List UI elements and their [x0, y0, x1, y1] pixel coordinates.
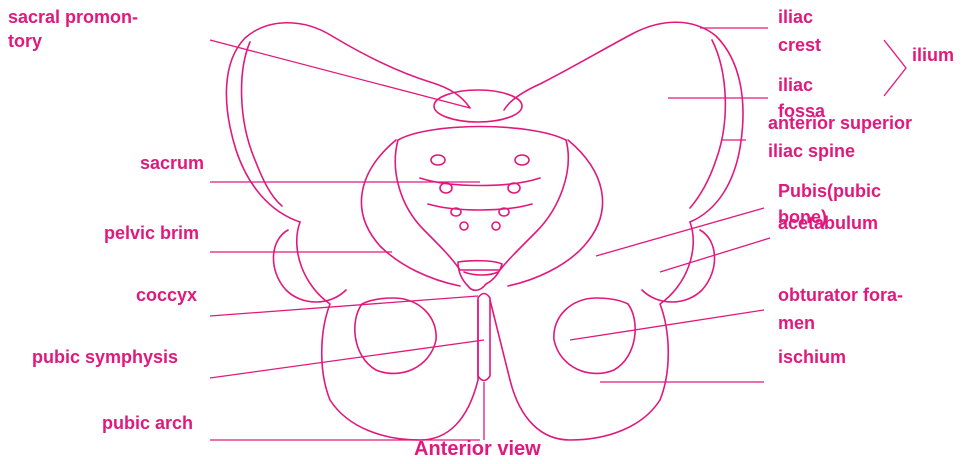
leader-coccyx	[210, 296, 478, 316]
label-ischium: ischium	[778, 346, 846, 368]
label-obturator-line1: obturator fora-	[778, 284, 903, 306]
label-pubic-arch: pubic arch	[102, 412, 193, 434]
ilium-bracket	[884, 40, 906, 96]
right-pelvic-body	[490, 222, 693, 440]
label-sacrum: sacrum	[140, 152, 204, 174]
leader-acetabulum	[660, 238, 770, 272]
label-acetabulum: acetabulum	[778, 212, 878, 234]
left-obturator-foramen	[355, 298, 436, 373]
label-sacral-promontory-line2: tory	[8, 30, 42, 52]
right-iliac-crest-inner	[690, 40, 725, 208]
sacral-foramen	[440, 183, 452, 193]
label-sacral-promontory-line1: sacral promon-	[8, 6, 138, 28]
diagram-caption: Anterior view	[414, 438, 541, 460]
left-acetabulum	[273, 230, 346, 302]
coccyx-segment	[464, 272, 498, 275]
label-pubic-symphysis: pubic symphysis	[32, 346, 178, 368]
sacral-foramen	[508, 183, 520, 193]
label-iliac-crest-line1: iliac	[778, 6, 813, 28]
leader-sacral-promontory	[210, 40, 470, 108]
label-obturator-line2: men	[778, 312, 815, 334]
leader-pubis	[596, 208, 764, 256]
label-iliac-fossa-line1: iliac	[778, 74, 813, 96]
label-pelvic-brim: pelvic brim	[104, 222, 199, 244]
leader-pubic-symphysis	[210, 340, 484, 378]
sacrum-outline	[395, 127, 568, 271]
label-ilium: ilium	[912, 44, 954, 66]
pubic-symphysis-shape	[478, 294, 490, 381]
left-ilium-outline	[226, 23, 470, 222]
pelvic-brim-curve	[508, 140, 603, 286]
label-iliac-crest-line2: crest	[778, 34, 821, 56]
label-pubis-line1: Pubis(pubic	[778, 180, 881, 202]
sacrum-ridge-2	[428, 204, 532, 210]
sacral-foramen	[460, 222, 468, 230]
label-asis-line2: iliac spine	[768, 140, 855, 162]
sacral-foramen	[431, 155, 445, 165]
sacral-promontory-shape	[434, 90, 522, 122]
label-coccyx: coccyx	[136, 284, 197, 306]
sacral-foramen	[515, 155, 529, 165]
label-asis-line1: anterior superior	[768, 112, 912, 134]
sacral-foramen	[492, 222, 500, 230]
pelvis-outline	[226, 22, 743, 440]
right-ilium-outline	[504, 22, 743, 222]
left-pelvic-body	[297, 222, 478, 440]
